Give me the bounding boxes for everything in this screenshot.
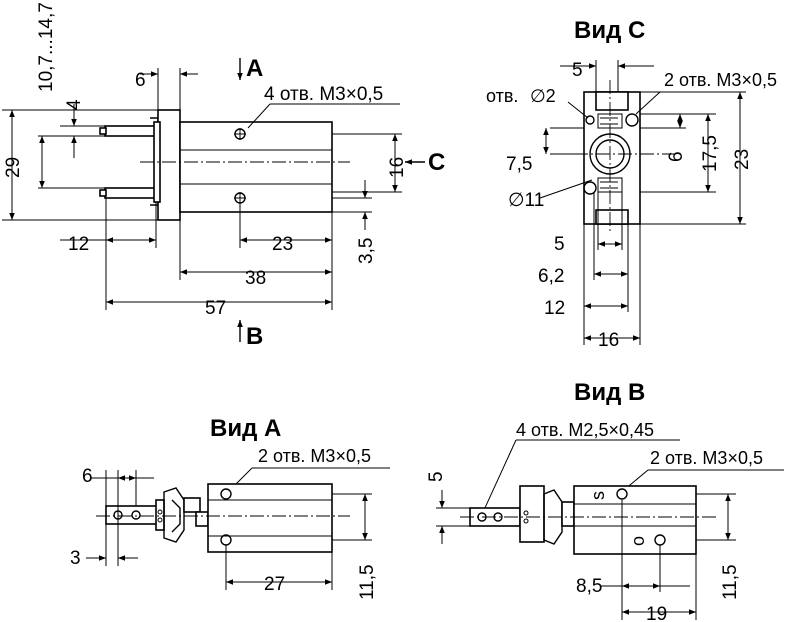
view-c-title: Вид С (574, 17, 645, 44)
view-a-dim-11-5: 11,5 (357, 564, 378, 600)
view-b-dim-8-5: 8,5 (576, 576, 602, 597)
view-c-dim-7-5: 7,5 (506, 154, 532, 175)
view-b-title: Вид В (574, 379, 645, 406)
view-c-dim-5-top: 5 (572, 60, 583, 81)
view-c-hole-label: отв. (486, 86, 518, 106)
view-b-dim-5: 5 (426, 471, 447, 482)
dim-front-6: 6 (135, 70, 146, 91)
view-b-dim-11-5: 11,5 (720, 564, 741, 600)
view-arrow-C-label: C (428, 149, 445, 176)
view-b-mark-s: s (588, 491, 608, 500)
main-body (179, 121, 333, 213)
upper-finger (104, 125, 158, 137)
view-c-dim-5: 5 (554, 234, 565, 255)
view-b-dim-19: 19 (646, 604, 667, 622)
view-a-dim-6: 6 (82, 466, 93, 487)
view-c-note-holes: 2 отв. М3×0,5 (664, 70, 777, 90)
dim-front-29: 29 (3, 157, 24, 178)
view-c-dim-6: 6 (666, 151, 687, 162)
view-a-dim-3: 3 (70, 548, 81, 569)
view-b: Вид В 4 отв. М2,5×0,45 2 отв. М3×0,5 s o (426, 379, 784, 622)
view-b-note-small-holes: 4 отв. М2,5×0,45 (516, 420, 654, 440)
dim-front-38: 38 (245, 268, 266, 289)
dim-front-4: 4 (64, 99, 85, 110)
view-b-body (573, 485, 697, 555)
dim-front-23: 23 (272, 234, 293, 255)
note-front-holes: 4 отв. М3×0,5 (264, 84, 383, 105)
view-c-dim-12: 12 (544, 298, 565, 319)
lower-finger (104, 187, 158, 199)
dim-front-3-5: 3,5 (356, 238, 377, 264)
mount-plate (157, 109, 181, 221)
view-a-body (207, 483, 333, 553)
view-a: Вид А 2 отв. М3×0,5 (70, 415, 390, 600)
view-c-dim-6-2: 6,2 (538, 266, 564, 287)
view-c-dia-11: ∅11 (508, 190, 544, 211)
view-a-dim-27: 27 (264, 574, 285, 595)
view-arrow-A-label: A (246, 55, 263, 82)
view-c: Вид С (486, 17, 777, 351)
front-view: 6 10,7...14,7 4 29 12 23 38 57 16 3,5 4 … (2, 2, 445, 350)
dim-front-range: 10,7...14,7 (36, 2, 57, 92)
view-c-dim-23: 23 (732, 149, 753, 170)
dim-front-57: 57 (205, 298, 226, 319)
view-c-body (583, 91, 641, 225)
view-c-dim-16: 16 (598, 330, 619, 351)
view-c-dim-17-5: 17,5 (700, 135, 721, 172)
view-a-note-holes: 2 отв. М3×0,5 (258, 446, 371, 466)
view-b-note-holes: 2 отв. М3×0,5 (650, 448, 763, 468)
view-b-mark-o: o (628, 536, 648, 546)
dim-front-16: 16 (387, 157, 408, 178)
view-arrow-B-label: B (246, 323, 263, 350)
view-a-title: Вид А (210, 415, 281, 442)
dim-front-12: 12 (68, 234, 89, 255)
view-c-dia-2: ∅2 (530, 86, 556, 106)
